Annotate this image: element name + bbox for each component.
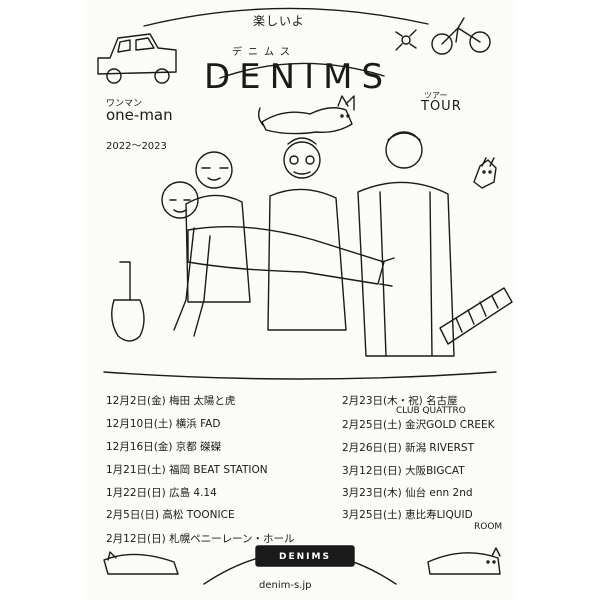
band-member [267, 137, 347, 331]
flower-icon [395, 29, 417, 51]
tour-label: TOUR [421, 99, 462, 114]
guitar-icon [111, 261, 145, 342]
tour-date-right-2: 2月25日(土) 金沢GOLD CREEK [342, 419, 495, 431]
tour-date-left-3: 12月16日(金) 京都 磔磔 [106, 441, 222, 453]
banner-text: DENIMS [279, 552, 331, 562]
tour-date-right-6: 3月25日(土) 恵比寿LIQUID [342, 509, 473, 521]
tour-poster: 楽しいよ デニムス DENIMS ワンマン one-man 2022～2023 … [84, 0, 516, 600]
tour-date-right-4: 3月12日(日) 大阪BIGCAT [342, 465, 465, 477]
website-link[interactable]: denim-s.jp [259, 580, 312, 591]
tour-kana: ツアー [424, 91, 448, 100]
tour-date-right-1: 2月23日(木・祝) 名古屋 [342, 395, 458, 407]
top-arc [143, 7, 429, 27]
tour-date-left-7: 2月12日(日) 札幌ペニーレーン・ホール [106, 533, 295, 545]
cat-icon [473, 157, 497, 189]
title-kana: デニムス [232, 47, 296, 58]
tour-date-left-2: 12月10日(土) 横浜 FAD [106, 418, 221, 430]
cat-icon [257, 95, 355, 135]
one-man-kana: ワンマン [106, 99, 143, 109]
keyboard-icon [439, 287, 513, 345]
band-title: DENIMS [204, 57, 393, 97]
cat-icon [427, 547, 501, 575]
tour-date-right-3: 2月26日(日) 新潟 RIVERST [342, 442, 474, 454]
ground-line [103, 371, 497, 380]
tour-date-left-6: 2月5日(日) 高松 TOONICE [106, 509, 235, 521]
bicycle-icon [431, 17, 491, 55]
carried-person [161, 181, 395, 337]
band-member [357, 131, 455, 357]
car-icon [97, 33, 177, 84]
title-arc [219, 62, 385, 79]
cat-icon [103, 551, 179, 575]
banner-box [255, 545, 355, 567]
tour-date-right-5: 3月23日(木) 仙台 enn 2nd [342, 487, 473, 499]
tour-years: 2022～2023 [106, 141, 167, 152]
poster-illustration [97, 7, 513, 585]
band-member [185, 151, 251, 303]
venue-room: ROOM [474, 522, 503, 532]
tour-date-left-1: 12月2日(金) 梅田 太陽と虎 [106, 395, 236, 407]
one-man-label: one-man [106, 106, 173, 124]
tour-date-left-5: 1月22日(日) 広島 4.14 [106, 487, 217, 499]
tour-date-left-4: 1月21日(土) 福岡 BEAT STATION [106, 464, 268, 476]
top-tag: 楽しいよ [253, 14, 305, 28]
venue-club-quattro: CLUB QUATTRO [396, 406, 466, 416]
